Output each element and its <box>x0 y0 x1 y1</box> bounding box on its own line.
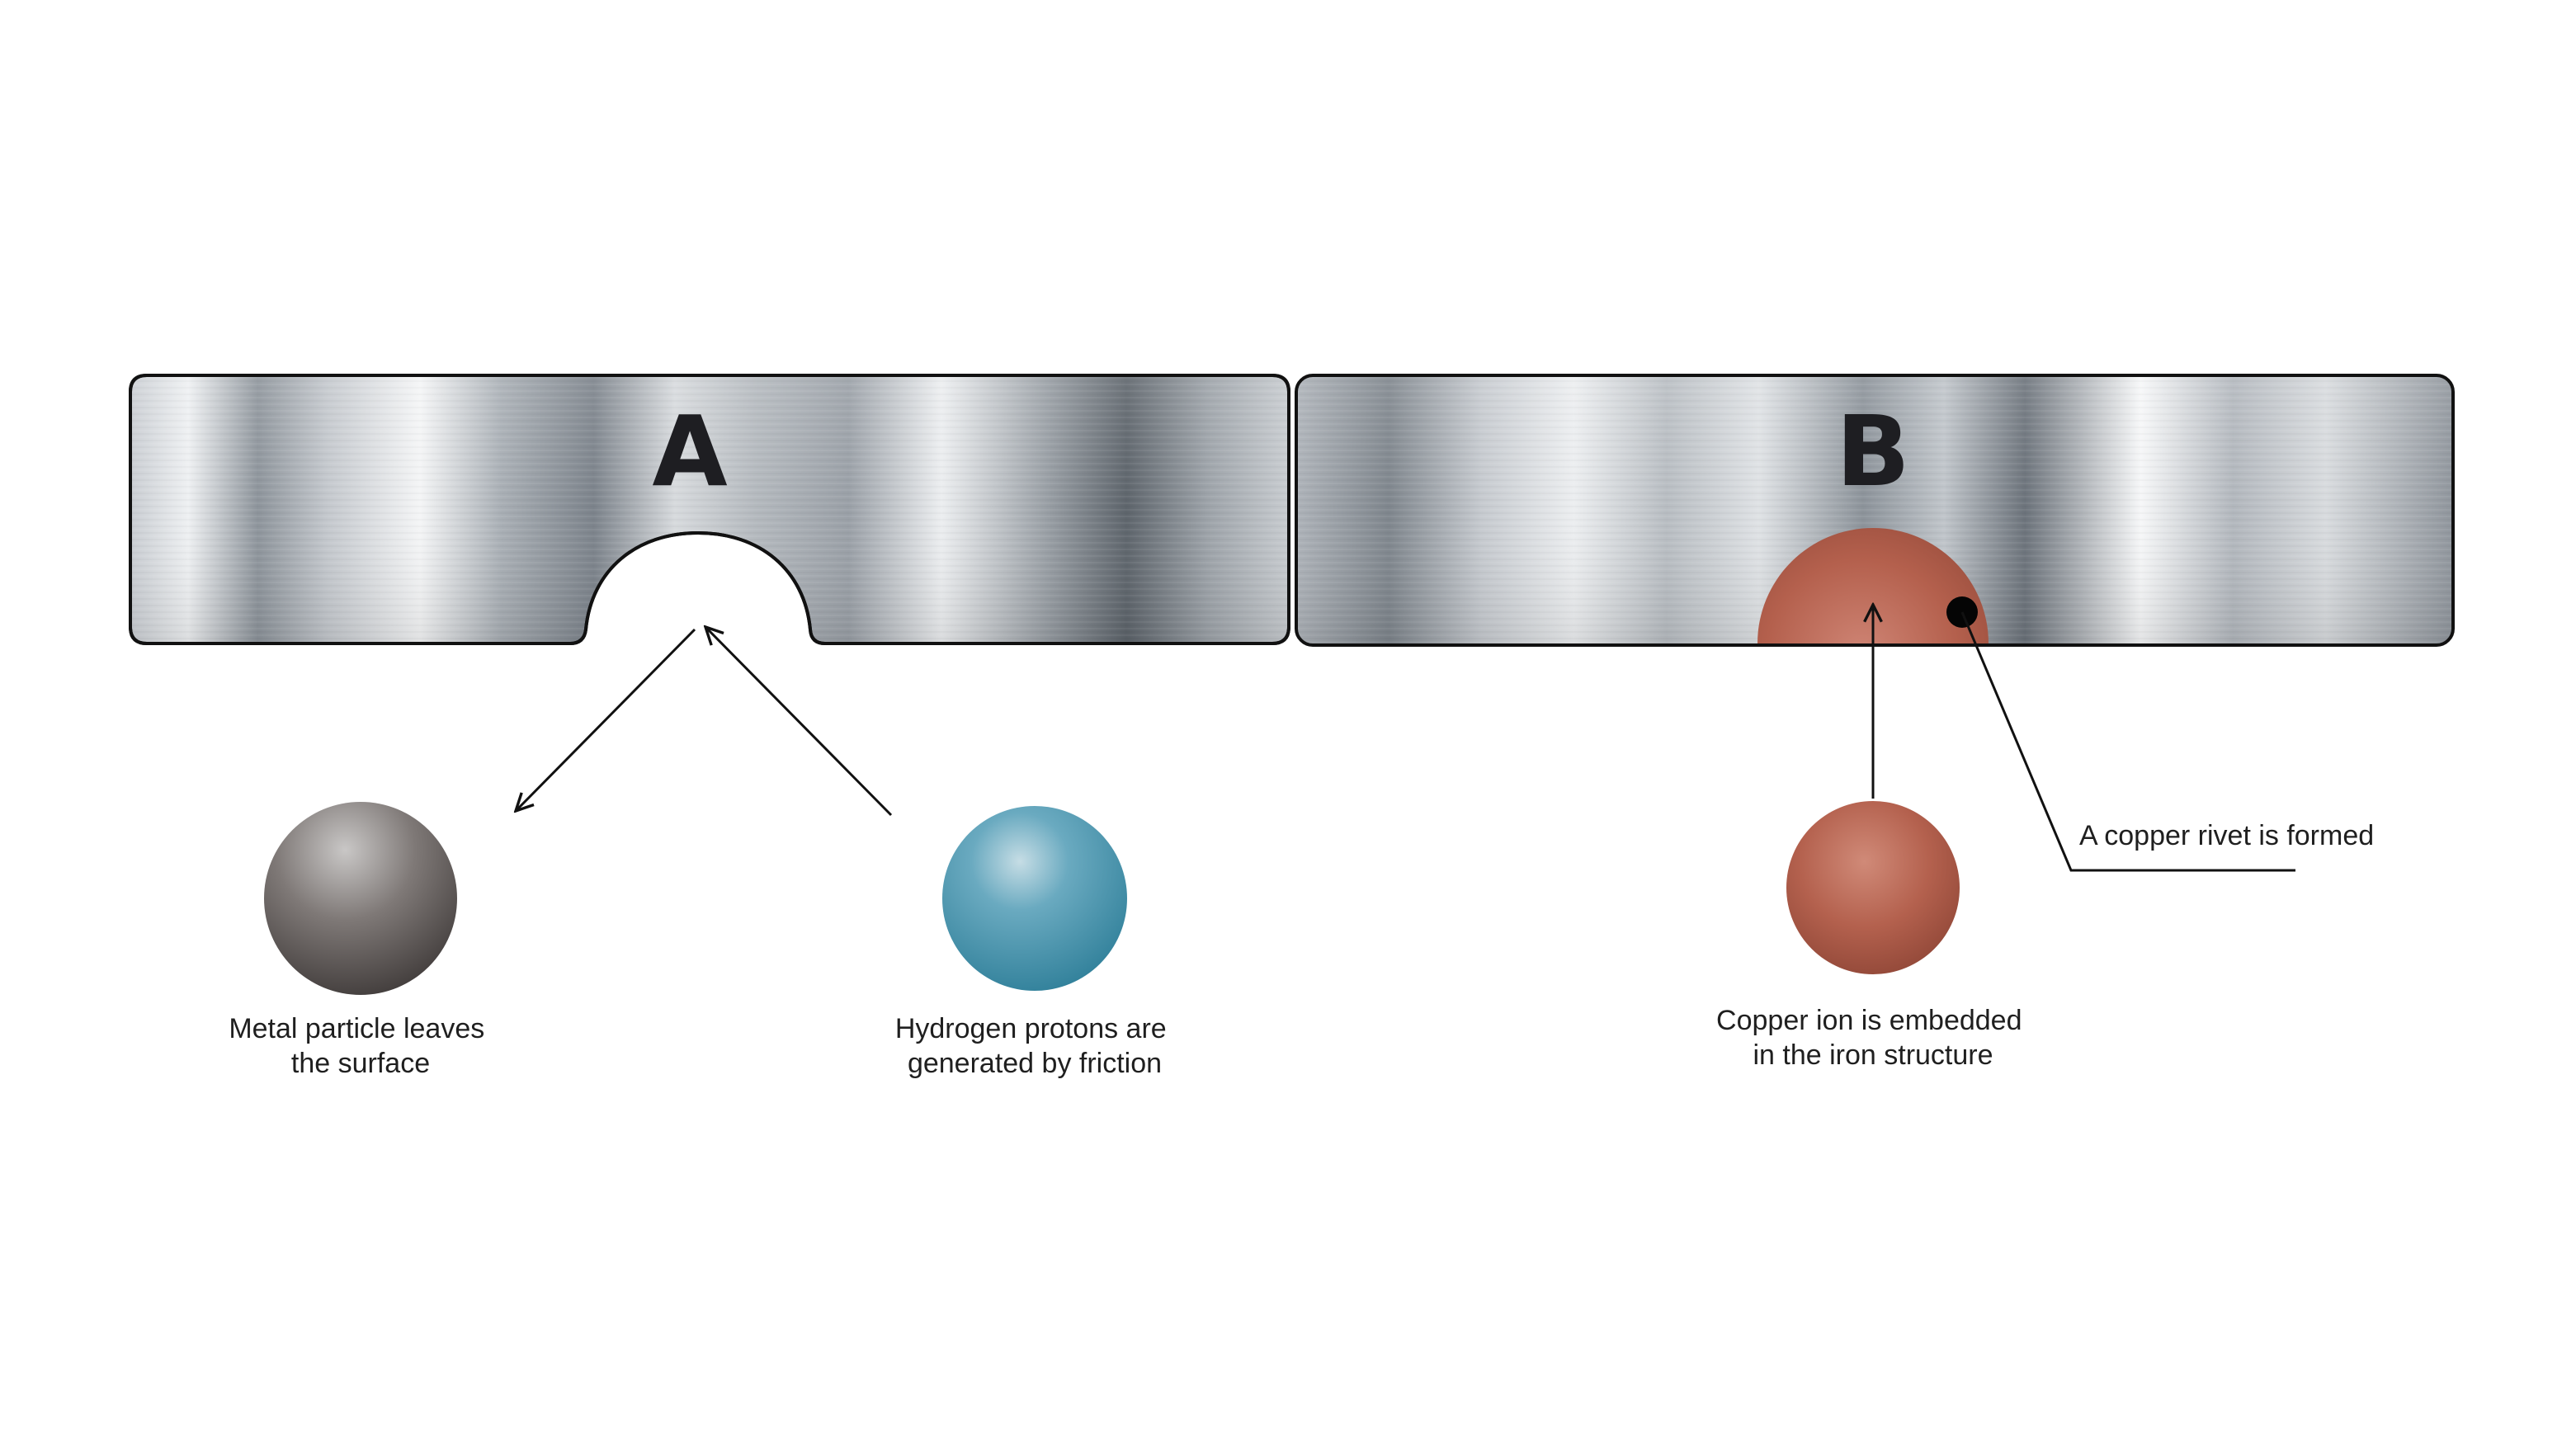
caption-hydrogen-protons-line2: generated by friction <box>908 1048 1162 1079</box>
caption-copper-rivet: A copper rivet is formed <box>2079 820 2374 851</box>
panel-a-label: A <box>652 394 727 508</box>
caption-metal-particle-line1: Metal particle leaves <box>229 1013 484 1044</box>
caption-copper-ion: Copper ion is embedded in the iron struc… <box>1716 1005 2030 1071</box>
caption-copper-ion-line1: Copper ion is embedded <box>1716 1005 2022 1036</box>
hydrogen-proton <box>942 806 1127 991</box>
arrow-particle-out <box>516 628 696 811</box>
hydrogen-proton-sphere <box>942 806 1127 991</box>
copper-ion-sphere <box>1786 801 1960 974</box>
metal-particle <box>264 802 457 995</box>
metal-particle-sphere <box>264 802 457 995</box>
rivet-pointer-line <box>1960 611 2295 872</box>
caption-metal-particle-line2: the surface <box>291 1048 430 1079</box>
arrow-hydrogen-in <box>705 627 893 817</box>
panel-b-label: B <box>1836 394 1910 508</box>
caption-copper-ion-line2: in the iron structure <box>1753 1039 1993 1071</box>
caption-hydrogen-protons-line1: Hydrogen protons are <box>895 1013 1167 1044</box>
panel-a: A <box>129 374 1290 645</box>
caption-hydrogen-protons: Hydrogen protons are generated by fricti… <box>895 1013 1174 1079</box>
caption-metal-particle: Metal particle leaves the surface <box>229 1013 492 1079</box>
panel-b: B <box>1295 374 2455 647</box>
